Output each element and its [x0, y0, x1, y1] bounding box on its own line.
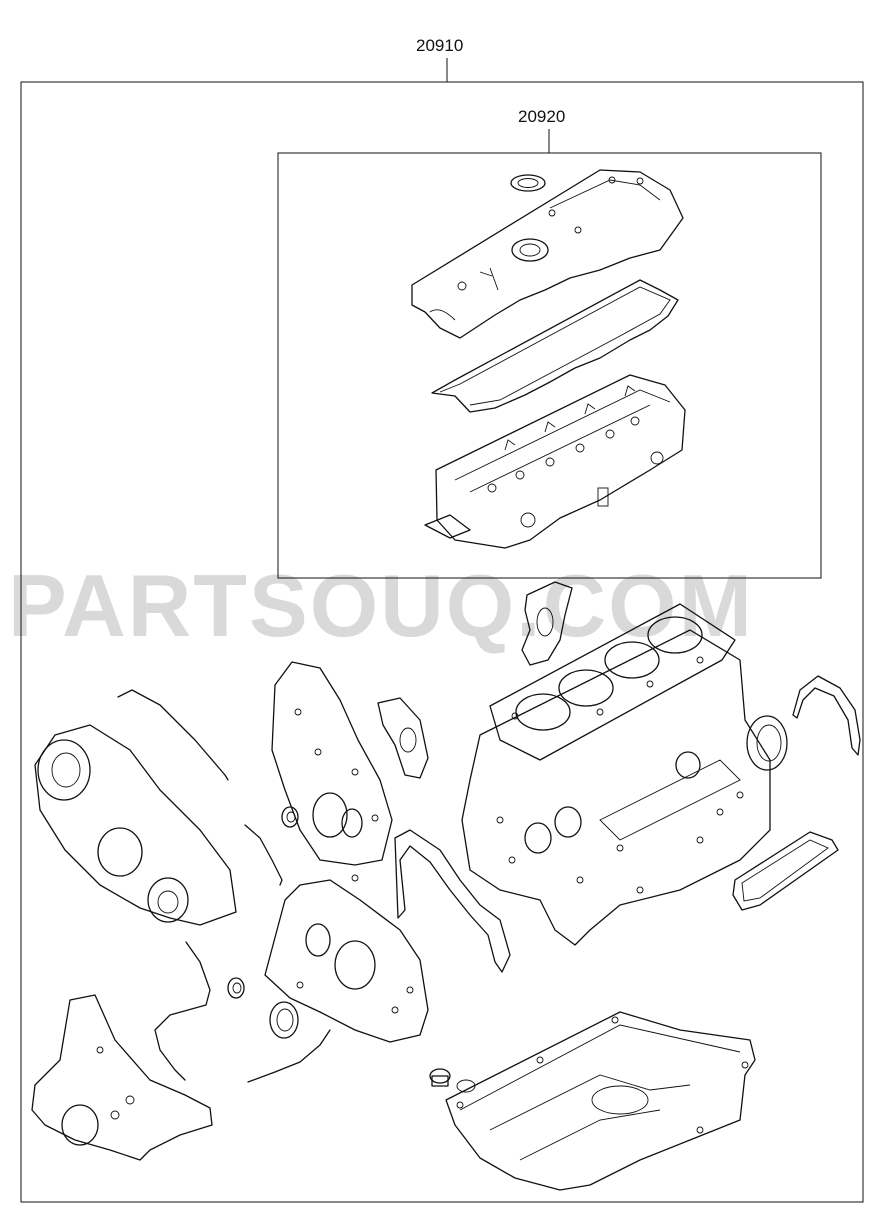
inner-kit-frame	[277, 152, 822, 579]
thermostat-gasket[interactable]	[521, 581, 573, 666]
callout-20910[interactable]: 20910	[416, 36, 463, 55]
oil-seal-large[interactable]	[269, 1001, 299, 1039]
cylinder-head-cover[interactable]	[411, 169, 684, 339]
cylinder-block[interactable]	[461, 629, 771, 946]
timing-cover-gasket[interactable]	[117, 689, 283, 886]
oil-pan[interactable]	[445, 1011, 756, 1191]
rear-seal-case-gasket[interactable]	[792, 675, 861, 756]
oil-seal-small-lower[interactable]	[227, 977, 245, 999]
gasket-strip-bottom[interactable]	[247, 1029, 331, 1083]
callout-20920[interactable]: 20920	[518, 107, 565, 126]
rear-case-gasket[interactable]	[732, 831, 839, 911]
timing-case[interactable]	[271, 661, 393, 866]
timing-cover-upper[interactable]	[34, 724, 237, 926]
front-case[interactable]	[264, 874, 429, 1043]
water-pump-gasket[interactable]	[377, 697, 429, 779]
outer-kit-frame	[20, 81, 864, 1203]
filler-cap-seal[interactable]	[510, 174, 546, 192]
front-case-gasket[interactable]	[394, 829, 511, 973]
timing-cover-lower[interactable]	[31, 994, 213, 1161]
cover-gasket[interactable]	[431, 279, 679, 413]
watermark-text: PARTSOUQ.COM	[8, 556, 754, 655]
cylinder-head[interactable]	[424, 374, 686, 549]
oil-seal-small[interactable]	[281, 806, 299, 828]
rear-oil-seal[interactable]	[746, 715, 788, 771]
gasket-strip-left[interactable]	[154, 941, 211, 1081]
